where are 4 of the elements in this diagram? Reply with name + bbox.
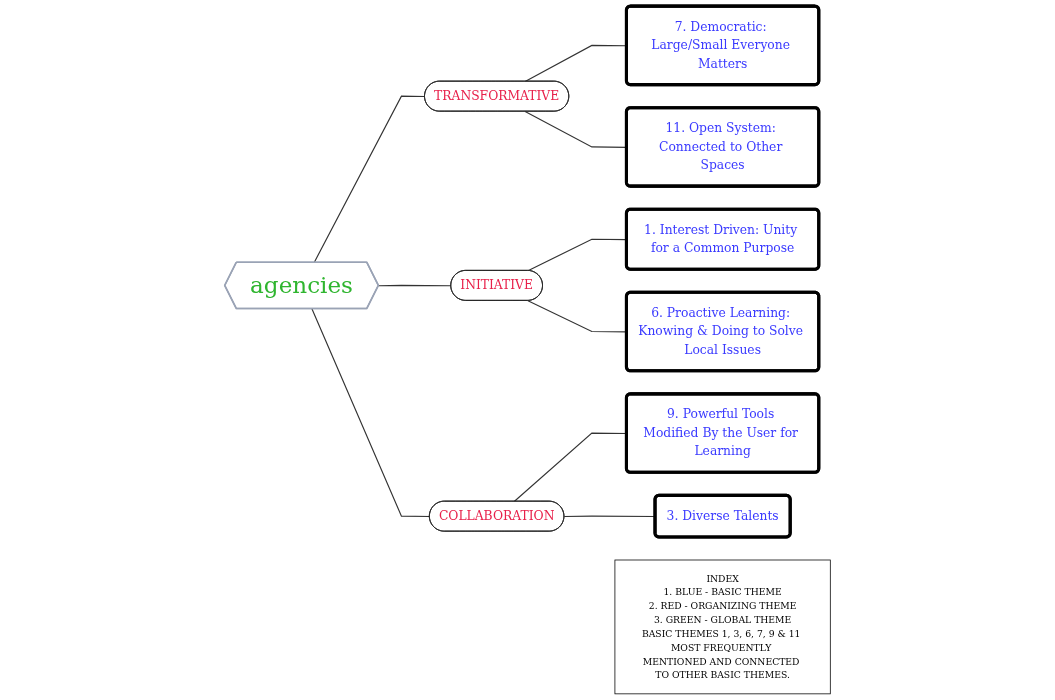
connector (313, 95, 426, 264)
node-box: INDEX 1. BLUE - BASIC THEME 2. RED - ORGANIZING THEME 3. GREEN - GLOBAL THEME BASIC THEMES 1, 3, 6, 7, 9 & 11 MOST FREQUENTLY MENTIONED AND CONNECTED TO OTHER BASIC THEMES. (614, 559, 831, 695)
connector (311, 308, 431, 518)
connector (378, 284, 452, 287)
